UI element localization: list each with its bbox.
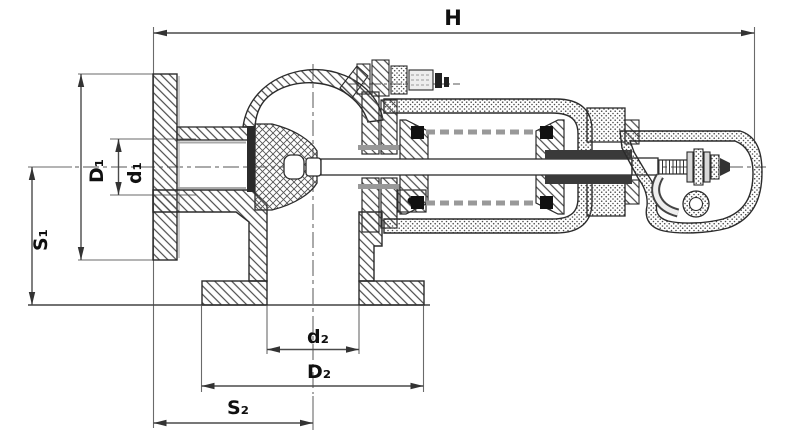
gag-block-1 bbox=[356, 63, 371, 95]
bonnet-flange-body-upper bbox=[361, 91, 380, 155]
inlet-flange bbox=[152, 73, 178, 261]
cap-wall bbox=[620, 131, 762, 233]
arrowhead bbox=[741, 29, 755, 37]
spindle-ball-joint bbox=[283, 154, 305, 180]
arrowhead bbox=[28, 292, 36, 305]
arrowhead bbox=[267, 346, 280, 353]
dimension-d1: d₁ bbox=[115, 139, 146, 195]
arrowhead bbox=[77, 247, 85, 260]
spindle-threaded-end bbox=[657, 159, 689, 175]
gag-assembly bbox=[339, 59, 449, 99]
spindle-sleeve-upper bbox=[545, 150, 632, 159]
gland-nut-lower bbox=[586, 181, 626, 217]
cap-outer-outline bbox=[619, 130, 763, 234]
arrowhead bbox=[300, 419, 313, 427]
dim-label-d1: d₁ bbox=[124, 162, 146, 184]
dim-label-d2: d₂ bbox=[307, 326, 329, 348]
dim-label-D2: D₂ bbox=[307, 361, 331, 383]
gag-block-2 bbox=[371, 59, 390, 97]
spring-wire-section bbox=[540, 196, 553, 209]
adjuster-washer-1 bbox=[686, 151, 694, 183]
dim-label-H: H bbox=[444, 6, 462, 30]
spindle-tip bbox=[720, 158, 730, 176]
outlet-flange-left bbox=[201, 280, 268, 306]
arrowhead bbox=[115, 139, 122, 152]
spindle-guide-upper bbox=[358, 145, 400, 150]
gag-bolt-end-2 bbox=[444, 77, 449, 87]
spring-wire-section bbox=[411, 126, 424, 139]
bonnet-flange-body-lower bbox=[361, 177, 380, 233]
spindle-sleeve-lower bbox=[545, 175, 632, 184]
dimension-D2: D₂ bbox=[201, 361, 424, 390]
arrowhead bbox=[115, 182, 122, 195]
valve-seat bbox=[247, 126, 255, 192]
adjuster-washer-2 bbox=[703, 151, 711, 183]
spindle-guide-lower bbox=[358, 184, 400, 189]
arrowhead bbox=[77, 74, 85, 87]
arrowhead bbox=[346, 346, 359, 353]
spring-wire-section bbox=[411, 196, 424, 209]
spindle-coupling bbox=[305, 157, 322, 177]
dimension-S2: S₂ bbox=[153, 397, 313, 427]
dimension-D1: D₁ bbox=[77, 74, 108, 260]
lever-knob-center bbox=[688, 196, 704, 212]
dimension-S1: S₁ bbox=[28, 167, 52, 305]
dim-label-S1: S₁ bbox=[30, 229, 52, 251]
arrowhead bbox=[28, 167, 36, 180]
spring-wire-section bbox=[540, 126, 553, 139]
arrowhead bbox=[410, 382, 424, 390]
dim-label-D1: D₁ bbox=[86, 159, 108, 183]
dim-label-S2: S₂ bbox=[227, 397, 249, 419]
adjuster-nut-1 bbox=[693, 148, 704, 186]
spindle-assembly bbox=[320, 148, 730, 186]
adjuster-nut-2 bbox=[710, 154, 720, 180]
arrowhead bbox=[153, 29, 167, 37]
cap-lever-assembly bbox=[619, 130, 763, 234]
arrowhead bbox=[153, 419, 167, 427]
spindle-rod bbox=[320, 158, 633, 176]
dimension-d2: d₂ bbox=[267, 326, 359, 353]
gland-nut-upper bbox=[586, 107, 626, 143]
dimension-H: H bbox=[153, 6, 755, 37]
gag-bolt-end-1 bbox=[435, 73, 442, 88]
outlet-flange-right bbox=[358, 280, 425, 306]
gag-nut bbox=[390, 65, 408, 95]
lever-arm-highlight bbox=[653, 174, 679, 216]
inlet-nozzle-top-wall bbox=[176, 126, 256, 141]
arrowhead bbox=[201, 382, 215, 390]
